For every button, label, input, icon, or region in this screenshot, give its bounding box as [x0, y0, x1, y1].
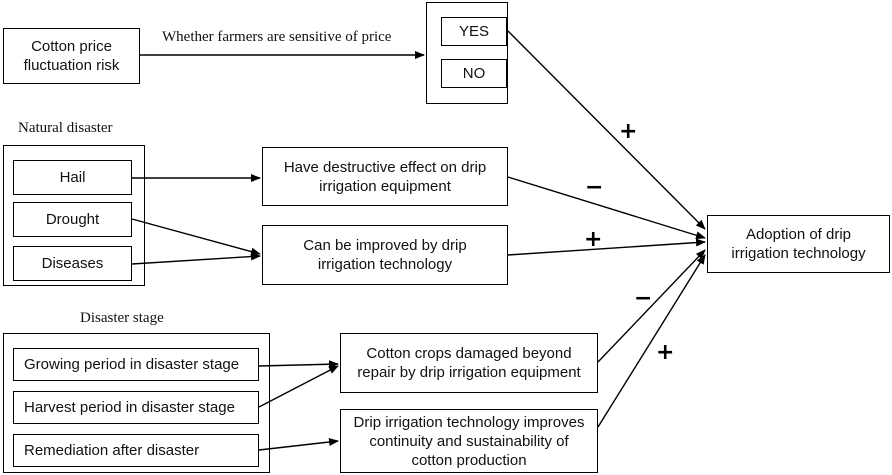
cotton-price-risk-box: Cotton price fluctuation risk	[3, 28, 140, 84]
arrow-diseases-to-improved	[131, 252, 261, 265]
arrow-improved-to-adoption	[507, 238, 706, 256]
destructive-effect-box: Have destructive effect on drip irrigati…	[262, 147, 508, 206]
growing-period-box: Growing period in disaster stage	[13, 348, 259, 381]
hail-box: Hail	[13, 160, 132, 195]
plus-sign-improved: +	[584, 227, 603, 252]
plus-sign-price: +	[619, 119, 638, 144]
diseases-box: Diseases	[13, 246, 132, 281]
arrow-continuity-to-adoption	[597, 254, 706, 428]
arrow-drought-to-improved	[131, 218, 261, 256]
yes-box: YES	[441, 17, 507, 46]
remediation-box: Remediation after disaster	[13, 434, 259, 467]
minus-sign-destructive: −	[585, 175, 604, 200]
disaster-stage-group	[3, 333, 270, 473]
arrow-yes-to-adoption	[507, 30, 706, 230]
harvest-period-box: Harvest period in disaster stage	[13, 391, 259, 424]
arrow-damaged-to-adoption	[597, 249, 706, 363]
improved-by-drip-box: Can be improved by drip irrigation techn…	[262, 225, 508, 285]
arrow-destructive-to-adoption	[507, 176, 706, 240]
drip-continuity-box: Drip irrigation technology improves cont…	[340, 409, 598, 473]
natural-disaster-group	[3, 145, 145, 286]
disaster-stage-title: Disaster stage	[80, 310, 164, 326]
adoption-box: Adoption of drip irrigation technology	[707, 215, 890, 273]
plus-sign-continuity: +	[656, 340, 675, 365]
arrow-remediation-to-continuity	[258, 438, 339, 451]
price-sensitivity-label: Whether farmers are sensitive of price	[162, 29, 392, 45]
no-box: NO	[441, 59, 507, 88]
crops-damaged-box: Cotton crops damaged beyond repair by dr…	[340, 333, 598, 393]
drought-box: Drought	[13, 202, 132, 237]
minus-sign-damaged: −	[634, 286, 653, 311]
arrow-harvest-to-damaged	[258, 365, 339, 408]
arrow-growing-to-damaged	[258, 360, 339, 369]
price-sensitivity-group	[426, 2, 508, 104]
natural-disaster-title: Natural disaster	[18, 120, 113, 136]
